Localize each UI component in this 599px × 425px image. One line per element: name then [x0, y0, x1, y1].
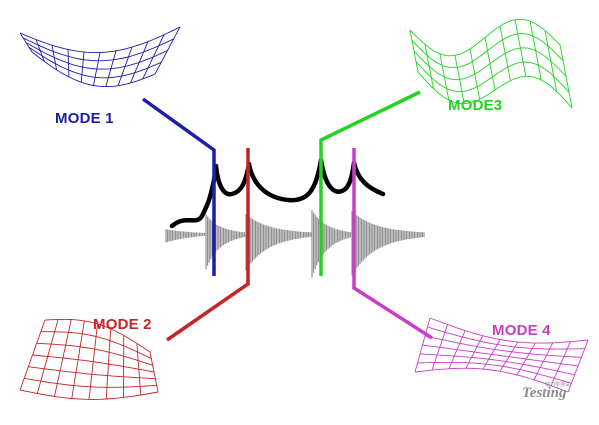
mesh-line: [28, 46, 162, 79]
mesh-line: [19, 26, 181, 54]
time-signal: [165, 210, 425, 278]
mesh-line: [550, 341, 571, 386]
mesh-line: [105, 328, 112, 400]
mesh-line: [142, 34, 165, 80]
mesh-line: [499, 26, 511, 81]
mesh-line: [88, 323, 98, 400]
mesh-line: [417, 361, 572, 384]
mesh-line: [516, 342, 536, 376]
mesh-line: [71, 320, 85, 399]
mesh-line: [414, 317, 431, 373]
mesh-line: [129, 41, 149, 84]
mesh-line: [427, 326, 585, 350]
mesh-line: [424, 44, 434, 89]
mesh-line: [424, 335, 582, 358]
mesh-line: [439, 53, 450, 101]
mesh-line: [19, 319, 46, 391]
mesh-line: [80, 51, 85, 83]
mesh-line: [409, 29, 419, 73]
mode-1-connector: [141, 97, 216, 276]
mesh-line: [533, 342, 554, 381]
mesh-line: [465, 335, 484, 369]
mesh-line: [514, 19, 527, 77]
mesh-line: [529, 21, 542, 80]
mesh-line: [544, 30, 558, 92]
mode-3-group: [319, 18, 573, 276]
mesh-line: [117, 46, 133, 86]
mode-1-label: MODE 1: [55, 110, 114, 127]
mesh-line: [419, 353, 575, 376]
watermark-small-text: 动力学测试: [545, 382, 571, 388]
mesh-line: [482, 339, 501, 370]
mode-4-group: [352, 148, 589, 393]
mode-3-connector: [319, 90, 421, 276]
mode-4-label: MODE 4: [492, 322, 551, 339]
mode-2-group: [19, 148, 250, 400]
mesh-line: [67, 49, 70, 77]
mesh-line: [136, 343, 142, 396]
mesh-line: [448, 330, 466, 369]
mesh-line: [36, 319, 59, 394]
mode-1-group: [19, 26, 216, 276]
mesh-line: [559, 44, 573, 109]
mesh-line: [414, 367, 569, 393]
mesh-line: [454, 55, 465, 104]
mesh-line: [499, 341, 519, 372]
mesh-line: [54, 319, 72, 397]
mesh-line: [484, 37, 496, 91]
frf-curve: [169, 157, 386, 229]
mode-3-label: MODE3: [448, 97, 503, 114]
mesh-line: [105, 50, 117, 87]
mode-2-connector: [166, 148, 250, 342]
mesh-line: [51, 45, 58, 70]
mesh-line: [469, 48, 481, 100]
mode-4-connector: [352, 148, 433, 340]
mesh-line: [35, 39, 45, 62]
mesh-line: [429, 317, 589, 344]
mesh-line: [93, 52, 101, 86]
mesh-line: [422, 344, 579, 367]
mode-3-mesh-shape: [409, 18, 573, 109]
mode-1-mesh-shape: [19, 26, 181, 88]
mesh-line: [149, 351, 159, 393]
mode-4-mesh-shape: [414, 317, 589, 393]
mesh-line: [567, 339, 589, 393]
watermark-logo-text: Testing: [522, 385, 567, 401]
mesh-line: [154, 26, 181, 75]
mode-2-label: MODE 2: [93, 316, 152, 333]
mesh-line: [19, 32, 33, 53]
mode-2-mesh-shape: [19, 318, 159, 400]
mesh-line: [431, 324, 449, 371]
